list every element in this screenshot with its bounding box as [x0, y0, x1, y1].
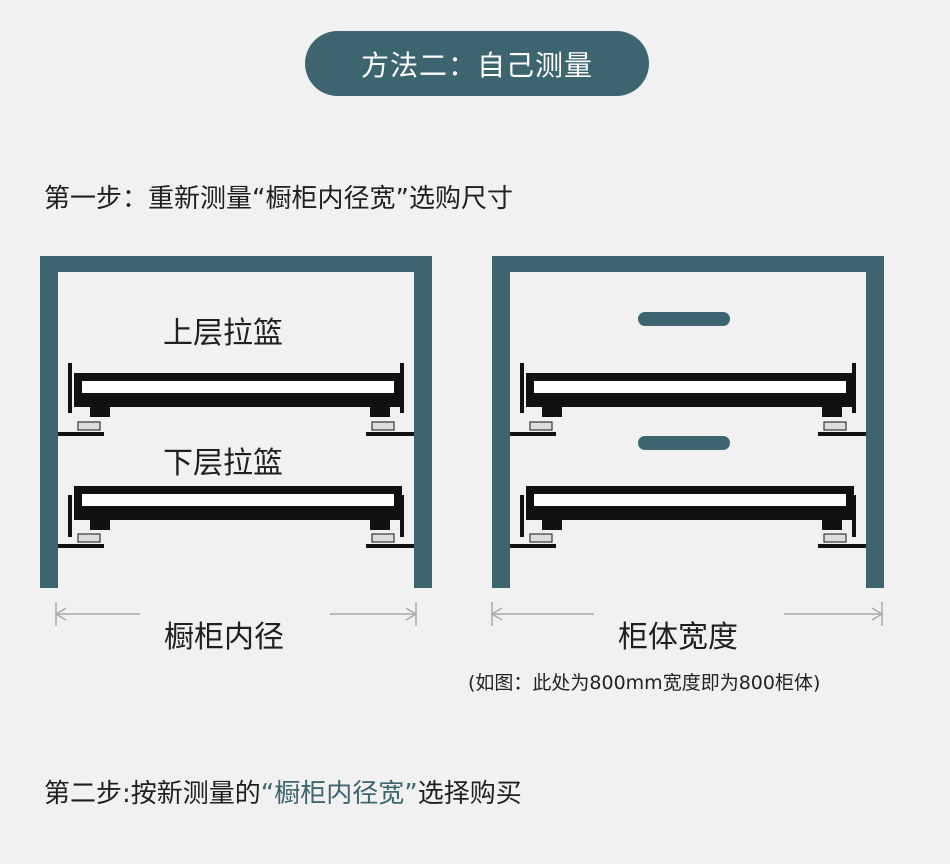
lower-basket	[58, 486, 414, 548]
lower-basket	[510, 486, 866, 548]
measure-arrow-right	[490, 602, 884, 626]
step2-text: 第二步:按新测量的“橱柜内径宽”选择购买	[44, 773, 522, 810]
right-cabinet-diagram: 柜体宽度	[482, 240, 922, 655]
left-cabinet-svg	[40, 256, 432, 626]
header-pill: 方法二：自己测量	[305, 31, 649, 96]
step1-text: 第一步：重新测量“橱柜内径宽”选购尺寸	[44, 184, 513, 214]
step2-highlight: “橱柜内径宽”	[260, 779, 418, 809]
right-diagram-note: (如图：此处为800mm宽度即为800柜体)	[468, 672, 821, 694]
left-cabinet-diagram: 上层拉篮 下层拉篮 橱柜内径	[30, 240, 470, 655]
lower-basket-label: 下层拉篮	[163, 446, 283, 481]
step2-prefix: 第二步:按新测量的	[44, 779, 261, 809]
lower-handle-bar	[638, 436, 730, 450]
cabinet-left-wall	[40, 256, 58, 588]
cabinet-right-wall	[414, 256, 432, 588]
upper-basket-label: 上层拉篮	[163, 316, 283, 351]
upper-basket	[58, 363, 414, 436]
measure-arrow-left	[54, 602, 418, 626]
header-title: 方法二：自己测量	[360, 48, 593, 82]
cabinet-left-wall	[492, 256, 510, 588]
cabinet-right-wall	[866, 256, 884, 588]
right-cabinet-svg	[490, 256, 884, 626]
upper-handle-bar	[638, 312, 730, 326]
upper-basket	[510, 363, 866, 436]
right-measure-label: 柜体宽度	[618, 620, 738, 655]
left-measure-label: 橱柜内径	[164, 620, 284, 655]
step2-suffix: 选择购买	[417, 779, 522, 809]
cabinet-top	[40, 256, 432, 272]
cabinet-top	[492, 256, 884, 272]
